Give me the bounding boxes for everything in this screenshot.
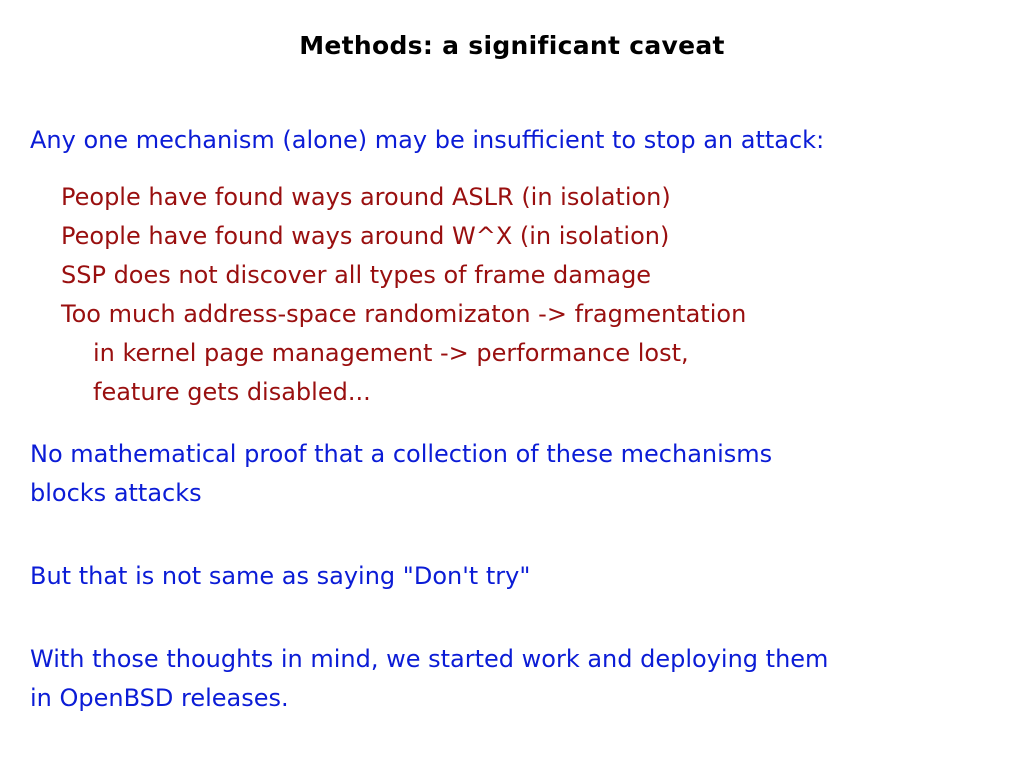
no-proof-line-2: blocks attacks — [30, 479, 202, 507]
point-ssp: SSP does not discover all types of frame… — [61, 261, 652, 289]
slide-title: Methods: a significant caveat — [299, 31, 725, 60]
point-wx: People have found ways around W^X (in is… — [61, 222, 670, 250]
point-aslr: People have found ways around ASLR (in i… — [61, 183, 671, 211]
point-randomization: Too much address-space randomizaton -> f… — [61, 300, 747, 328]
intro-text: Any one mechanism (alone) may be insuffi… — [30, 126, 825, 154]
dont-try-text: But that is not same as saying "Don't tr… — [30, 562, 531, 590]
subpoint-performance: in kernel page management -> performance… — [93, 339, 689, 367]
closing-line-2: in OpenBSD releases. — [30, 684, 289, 712]
no-proof-line-1: No mathematical proof that a collection … — [30, 440, 773, 468]
subpoint-disabled: feature gets disabled... — [93, 378, 371, 406]
closing-line-1: With those thoughts in mind, we started … — [30, 645, 829, 673]
